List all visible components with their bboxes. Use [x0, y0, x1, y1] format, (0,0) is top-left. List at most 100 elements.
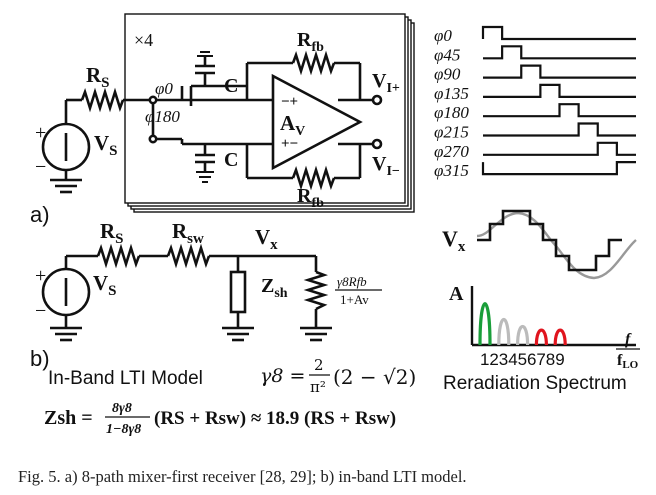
switch-phi180-label: φ180	[145, 107, 180, 126]
phase-label-1: φ45	[434, 45, 460, 64]
phase-wave-0	[481, 25, 636, 41]
figure-caption: Fig. 5. a) 8-path mixer-first receiver […	[18, 467, 467, 486]
source-b-minus: −	[35, 300, 46, 322]
cap-top-label: C	[224, 75, 238, 97]
amp-label: A	[280, 111, 296, 135]
rfb-top-sub: fb	[311, 40, 324, 55]
svg-text:VS: VS	[94, 131, 118, 159]
spectrum-y-label: A	[449, 283, 464, 305]
spectrum-tick-7: 7	[536, 350, 545, 369]
gamma-num: 2	[314, 356, 324, 374]
rs-label: R	[86, 63, 102, 87]
source-plus: +	[35, 122, 46, 144]
impedance-zsh-symbol	[229, 270, 247, 314]
rs-b-label: R	[100, 219, 116, 243]
spectrum-tick-1: 1	[480, 350, 489, 369]
capacitor-top-symbol	[195, 56, 215, 86]
switch-phi0-label: φ0	[155, 79, 173, 98]
out-neg-label: V	[372, 153, 387, 175]
cap-top-ground-icon	[197, 51, 213, 57]
multiplicity-label: ×4	[134, 30, 153, 50]
spectrum-peak-3	[497, 318, 511, 346]
spectrum-x-den: fLO	[617, 352, 639, 371]
rfb-bottom-sub: fb	[311, 196, 324, 211]
load-denominator: 1+Av	[340, 292, 369, 307]
phase-label-2: φ90	[434, 65, 461, 84]
spectrum-tick-8: 8	[546, 350, 555, 369]
vs-label: V	[94, 131, 109, 155]
phase-label-7: φ315	[434, 161, 469, 180]
out-neg-sub: I−	[386, 164, 399, 179]
load-numerator: γ8Rfb	[337, 274, 367, 289]
svg-text:RS: RS	[100, 219, 124, 247]
phase-label-3: φ135	[434, 84, 469, 103]
resistor-rsw-symbol	[166, 243, 211, 269]
ground-icon	[50, 178, 82, 194]
gamma-den: π²	[310, 378, 326, 396]
capacitor-bottom-symbol	[195, 144, 215, 172]
amp-in-bottom: +−	[281, 136, 298, 152]
out-pos-label: V	[372, 70, 387, 92]
mixer-circuit	[41, 13, 415, 213]
cap-bottom-ground-icon	[196, 171, 214, 183]
phase-label-5: φ215	[434, 123, 469, 142]
resistor-rfb-top-symbol	[291, 50, 336, 76]
vs-b-sub: S	[108, 283, 116, 299]
phase-wave-1	[483, 45, 636, 60]
gamma-lhs: γ8 =	[260, 365, 305, 387]
resistor-rs-b-symbol	[96, 243, 141, 269]
svg-text:RS: RS	[86, 63, 110, 91]
svg-text:Vx: Vx	[442, 226, 466, 255]
spectrum-tick-3: 3	[499, 350, 508, 369]
rsw-sub: sw	[187, 231, 204, 247]
rs-b-sub: S	[115, 231, 123, 247]
phase-wave-2	[483, 64, 636, 79]
panel-b-label: b)	[30, 346, 50, 371]
spectrum-tick-9: 9	[555, 350, 564, 369]
rsw-label: R	[172, 219, 188, 243]
rfb-bottom-label: R	[297, 185, 312, 207]
svg-text:VI−: VI−	[372, 153, 400, 179]
phase-label-0: φ0	[434, 26, 452, 45]
stack-box-1	[124, 13, 406, 204]
spectrum-tick-6: 6	[527, 350, 536, 369]
phase-label-4: φ180	[434, 103, 469, 122]
zsh-label: Z	[261, 275, 274, 297]
phase-label-6: φ270	[434, 142, 469, 161]
spectrum-peak-1	[478, 302, 492, 346]
vx-plot-sub: x	[458, 239, 466, 255]
out-pos-sub: I+	[386, 81, 399, 96]
gamma-rest: (2 − √2)	[333, 365, 416, 389]
vs-sub: S	[109, 143, 117, 159]
zsh-eq-rest: (RS + Rsw) ≈ 18.9 (RS + Rsw)	[154, 408, 396, 429]
svg-text:Zsh: Zsh	[261, 275, 288, 301]
svg-text:VI+: VI+	[372, 70, 400, 96]
phase-wave-5	[483, 122, 636, 137]
spectrum-peak-5	[516, 324, 530, 346]
spectrum-peak-9	[553, 328, 567, 346]
zsh-sub: sh	[274, 286, 287, 301]
spectrum-x-den-sub: LO	[622, 359, 638, 371]
amplifier-av-symbol	[271, 73, 363, 171]
lti-model-title: In-Band LTI Model	[48, 368, 203, 389]
ground-zsh-icon	[222, 326, 254, 342]
resistor-rs-symbol	[80, 87, 125, 113]
svg-text:Rfb: Rfb	[297, 185, 324, 211]
source-b-plus: +	[35, 265, 46, 287]
svg-text:Rfb: Rfb	[297, 29, 324, 55]
vx-node-label: V	[255, 225, 270, 249]
amp-in-top: −+	[281, 94, 298, 110]
output-neg-terminal	[371, 138, 383, 150]
vx-staircase	[477, 209, 622, 272]
spectrum-tick-4: 4	[508, 350, 517, 369]
spectrum-x-num: f	[625, 331, 632, 348]
rs-sub: S	[101, 75, 109, 91]
resistor-rfb-bottom-symbol	[291, 165, 336, 191]
phase-wave-3	[483, 83, 636, 99]
vs-b-label: V	[93, 271, 108, 295]
amp-sub: V	[295, 124, 305, 139]
vx-plot-label: V	[442, 226, 458, 251]
